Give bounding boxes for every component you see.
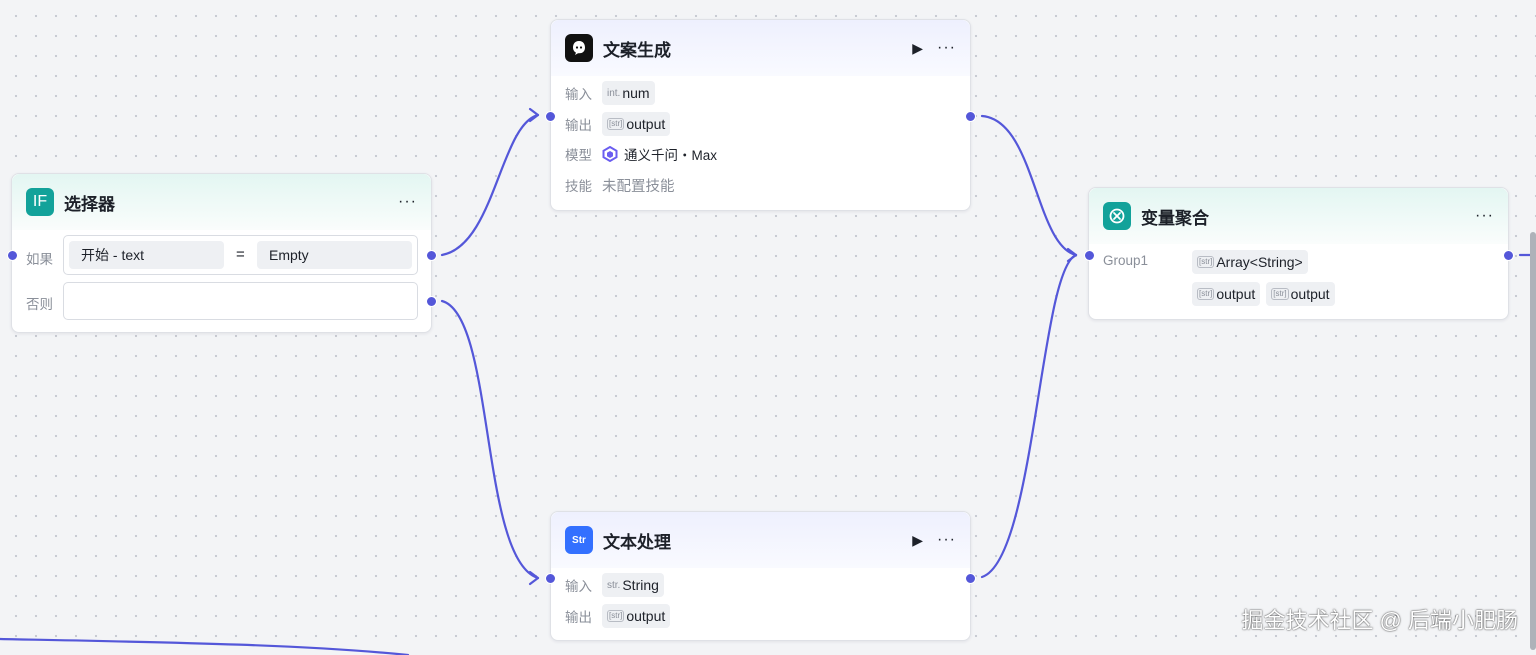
if-icon: IF [26, 188, 54, 216]
group-type-row: [str] Array<String> [1192, 250, 1314, 274]
aggregate-icon [1103, 202, 1131, 230]
text-process-icon-text: Str [572, 534, 586, 546]
arrowhead-aggregate-1 [1066, 247, 1078, 263]
canvas-scrollbar[interactable] [1530, 232, 1536, 650]
type-badge: [str] [607, 610, 625, 622]
aggregate-node-header[interactable]: 变量聚合 ··· [1089, 188, 1508, 244]
input-label: 输入 [565, 87, 592, 102]
condition-right-text: Empty [269, 247, 309, 263]
play-icon[interactable]: ▶ [912, 531, 924, 548]
if-label: 如果 [26, 252, 53, 267]
group-variable-tag[interactable]: [str] output [1266, 282, 1335, 306]
input-variable-tag[interactable]: str. String [602, 573, 664, 597]
edge-offscreen-bottom-left[interactable] [0, 637, 410, 655]
copy-node-title: 文案生成 [603, 40, 671, 60]
copy-node-header[interactable]: 文案生成 ▶ ··· [551, 20, 970, 76]
more-options-icon[interactable]: ··· [1475, 207, 1494, 224]
arrowhead-copy [528, 107, 540, 123]
play-icon[interactable]: ▶ [912, 39, 924, 56]
group-type-value: Array<String> [1216, 254, 1303, 270]
watermark: 掘金技术社区 @ 后端小肥肠 [1241, 608, 1518, 633]
output-variable-tag[interactable]: [str] output [602, 112, 671, 136]
copy-output-row: 输出 [str] output [565, 112, 676, 136]
group-type-tag[interactable]: [str] Array<String> [1192, 250, 1308, 274]
output-variable-name: output [626, 116, 666, 132]
type-badge: [str] [607, 118, 625, 130]
selector-node-title: 选择器 [64, 194, 115, 214]
edge-copy-to-aggregate[interactable] [980, 114, 1078, 257]
group-variable-name: output [1290, 286, 1330, 302]
type-badge: str. [607, 579, 621, 591]
type-badge: int. [607, 87, 621, 99]
selector-else-output-handle[interactable] [426, 296, 437, 307]
edge-selector-else-to-text[interactable] [440, 299, 540, 580]
type-badge: [str] [1197, 256, 1215, 268]
copy-input-handle[interactable] [545, 111, 556, 122]
copy-skill-row: 技能 未配置技能 [565, 173, 675, 197]
aggregate-node-title: 变量聚合 [1141, 208, 1209, 228]
text-input-handle[interactable] [545, 573, 556, 584]
edge-text-to-aggregate[interactable] [980, 253, 1078, 579]
group-variable-tag[interactable]: [str] output [1192, 282, 1261, 306]
text-process-icon: Str [565, 526, 593, 554]
output-variable-tag[interactable]: [str] output [602, 604, 671, 628]
input-variable-tag[interactable]: int. num [602, 81, 655, 105]
selector-if-output-handle[interactable] [426, 250, 437, 261]
skill-value: 未配置技能 [602, 178, 675, 195]
text-output-handle[interactable] [965, 573, 976, 584]
output-label: 输出 [565, 118, 592, 133]
else-condition-box[interactable] [63, 282, 418, 320]
skill-label: 技能 [565, 179, 592, 194]
model-value[interactable]: 通义千问・Max [624, 148, 718, 163]
copy-generation-node[interactable]: 文案生成 ▶ ··· 输入 int. num 输出 [str] output 模… [550, 19, 971, 211]
type-badge: [str] [1271, 288, 1289, 300]
copy-input-row: 输入 int. num [565, 81, 661, 105]
selector-node-header[interactable]: IF 选择器 ··· [12, 174, 431, 230]
input-variable-name: num [622, 85, 650, 101]
more-options-icon[interactable]: ··· [937, 531, 956, 548]
edge-selector-if-to-copy[interactable] [440, 113, 540, 257]
more-options-icon[interactable]: ··· [398, 193, 417, 210]
if-condition-box[interactable]: 开始 - text = Empty [63, 235, 418, 275]
group-vars-row: [str] output [str] output [1192, 282, 1341, 306]
more-options-icon[interactable]: ··· [937, 39, 956, 56]
copy-output-handle[interactable] [965, 111, 976, 122]
copy-model-row: 模型 通义千问・Max [565, 142, 717, 166]
arrowhead-text [528, 570, 540, 586]
output-label: 输出 [565, 610, 592, 625]
text-node-title: 文本处理 [603, 532, 671, 552]
selector-input-handle[interactable] [7, 250, 18, 261]
text-input-row: 输入 str. String [565, 573, 670, 597]
selector-node[interactable]: IF 选择器 ··· 如果 否则 开始 - text = Empty [11, 173, 432, 333]
text-node-header[interactable]: Str 文本处理 ▶ ··· [551, 512, 970, 568]
condition-operator[interactable]: = [236, 246, 245, 263]
group-label: Group1 [1103, 253, 1149, 268]
model-label: 模型 [565, 148, 592, 163]
text-processing-node[interactable]: Str 文本处理 ▶ ··· 输入 str. String 输出 [str] o… [550, 511, 971, 641]
condition-left-operand[interactable]: 开始 - text [69, 241, 224, 269]
aggregate-output-handle[interactable] [1503, 250, 1514, 261]
if-icon-text: IF [32, 193, 48, 210]
condition-right-operand[interactable]: Empty [257, 241, 412, 269]
type-badge: [str] [1197, 288, 1215, 300]
model-logo-icon [602, 146, 618, 162]
output-variable-name: output [626, 608, 666, 624]
aggregate-input-handle[interactable] [1084, 250, 1095, 261]
variable-aggregate-node[interactable]: 变量聚合 ··· Group1 [str] Array<String> [str… [1088, 187, 1509, 320]
group-variable-name: output [1216, 286, 1256, 302]
input-label: 输入 [565, 579, 592, 594]
else-label: 否则 [26, 297, 53, 312]
input-variable-name: String [622, 577, 659, 593]
llm-robot-icon [565, 34, 593, 62]
condition-left-text: 开始 - text [81, 247, 145, 263]
text-output-row: 输出 [str] output [565, 604, 676, 628]
